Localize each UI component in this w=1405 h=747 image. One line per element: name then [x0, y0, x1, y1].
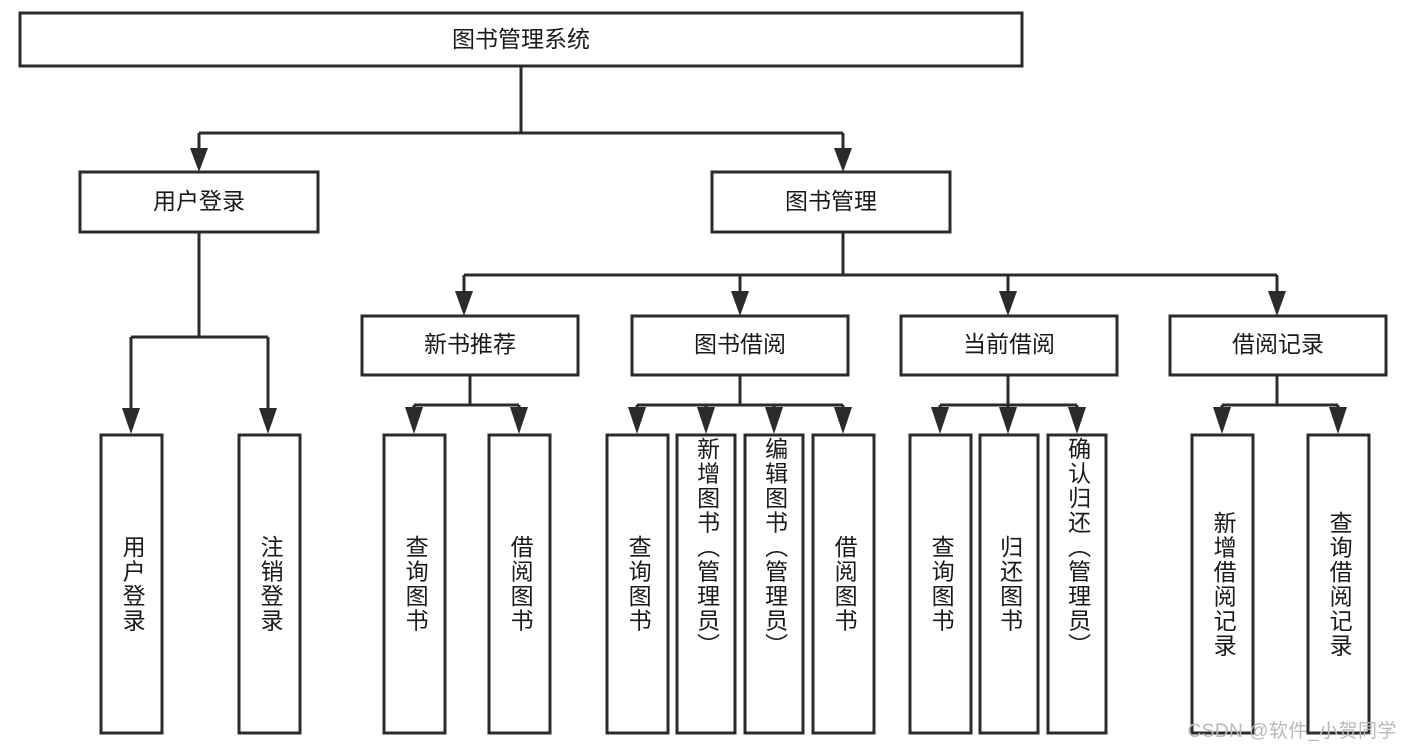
- csdn-watermark: CSDN @软件_小贺同学: [1187, 721, 1397, 742]
- leaf-box-book-borrow-1[interactable]: [675, 433, 737, 735]
- leaf-box-borrow-record-1[interactable]: [1306, 433, 1371, 735]
- node-user-login-box[interactable]: [78, 170, 320, 234]
- connector-group-book-borrow: [628, 375, 852, 434]
- node-borrow-record-label: 借阅记录: [1232, 331, 1324, 357]
- arrow-user-login-to-leaf-1: [259, 408, 277, 434]
- connector-group-current-borrow: [931, 375, 1086, 434]
- connector-group-user-login: [122, 232, 277, 434]
- connector-group-root: [190, 66, 852, 172]
- leaf-box-current-borrow-1[interactable]: [978, 433, 1040, 735]
- node-book-manage-box[interactable]: [710, 170, 952, 234]
- node-root-label: 图书管理系统: [452, 26, 590, 52]
- arrow-book-manage-to-l3-1: [731, 291, 749, 316]
- arrow-book-manage-to-l3-2: [999, 291, 1017, 316]
- leaf-box-borrow-record-0[interactable]: [1190, 433, 1255, 735]
- node-new-book-recommend-label: 新书推荐: [424, 331, 516, 357]
- leaf-box-current-borrow-2[interactable]: [1046, 433, 1108, 735]
- arrow-new-book-to-leaf-1: [510, 407, 528, 434]
- arrow-book-borrow-to-leaf-3: [834, 407, 852, 434]
- connector-group-book-manage: [455, 232, 1286, 316]
- arrow-book-borrow-to-leaf-2: [765, 407, 783, 434]
- arrow-root-to-user-login: [190, 148, 208, 172]
- node-borrow-record-box[interactable]: [1168, 314, 1388, 377]
- node-book-manage-label: 图书管理: [785, 188, 877, 214]
- node-current-borrow-label: 当前借阅: [963, 331, 1055, 357]
- node-new-book-recommend-box[interactable]: [360, 314, 580, 377]
- leaf-box-current-borrow-0[interactable]: [908, 433, 973, 735]
- leaf-box-book-borrow-2[interactable]: [743, 433, 805, 735]
- leaf-box-new-book-0[interactable]: [382, 433, 447, 735]
- node-root-box[interactable]: [18, 11, 1024, 68]
- arrow-borrow-record-to-leaf-1: [1329, 407, 1347, 434]
- arrow-new-book-to-leaf-0: [405, 407, 423, 434]
- leaf-box-user-login-1[interactable]: [237, 433, 302, 735]
- arrow-current-borrow-to-leaf-0: [931, 407, 949, 434]
- arrow-book-borrow-to-leaf-0: [628, 407, 646, 434]
- arrow-root-to-book-manage: [834, 148, 852, 172]
- node-book-borrow-label: 图书借阅: [694, 331, 786, 357]
- node-current-borrow-box[interactable]: [899, 314, 1119, 377]
- leaf-box-new-book-1[interactable]: [487, 433, 552, 735]
- connector-group-new-book: [405, 375, 528, 434]
- node-book-borrow-box[interactable]: [630, 314, 850, 377]
- arrow-book-borrow-to-leaf-1: [697, 407, 715, 434]
- arrow-book-manage-to-l3-0: [455, 291, 473, 316]
- arrow-user-login-to-leaf-0: [122, 408, 140, 434]
- arrow-book-manage-to-l3-3: [1268, 291, 1286, 316]
- arrow-current-borrow-to-leaf-2: [1068, 407, 1086, 434]
- arrow-borrow-record-to-leaf-0: [1213, 407, 1231, 434]
- arrow-current-borrow-to-leaf-1: [999, 407, 1017, 434]
- leaf-box-book-borrow-0[interactable]: [605, 433, 670, 735]
- leaf-box-user-login-0[interactable]: [99, 433, 164, 735]
- node-user-login-label: 用户登录: [153, 188, 245, 214]
- connector-group-borrow-record: [1213, 375, 1347, 434]
- leaf-box-book-borrow-3[interactable]: [811, 433, 876, 735]
